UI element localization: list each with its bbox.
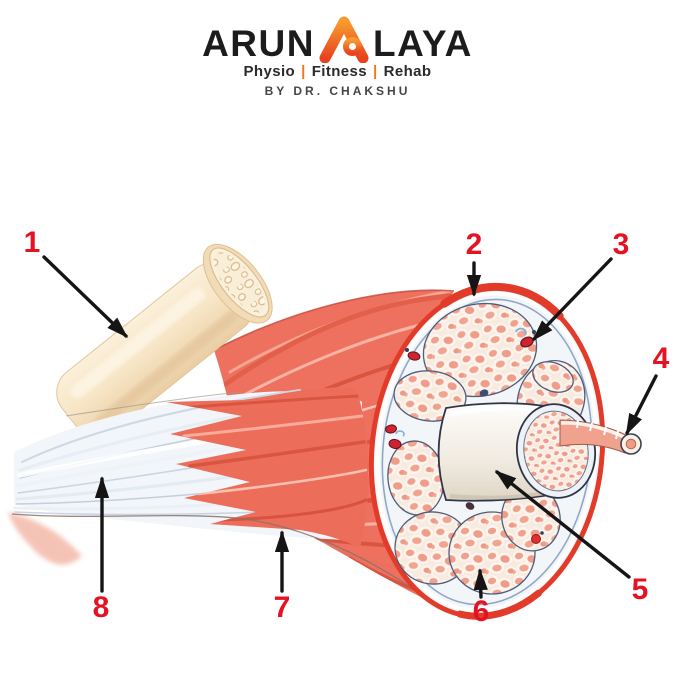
arrow-4 — [625, 374, 658, 436]
figure-label-1: 1 — [23, 226, 41, 259]
brand-logo: ARUN LAYA — [0, 16, 675, 64]
brand-text-laya: LAYA — [372, 23, 473, 64]
figure-label-2: 2 — [465, 228, 483, 261]
arrow-5 — [494, 470, 631, 579]
pointer-arrows — [42, 255, 658, 599]
tagline-separator-2: | — [373, 63, 378, 80]
brand-tagline: Physio | Fitness | Rehab — [0, 63, 675, 80]
tagline-physio: Physio — [243, 63, 296, 80]
tagline-rehab: Rehab — [383, 63, 432, 80]
tagline-separator-1: | — [301, 63, 306, 80]
figure-label-3: 3 — [612, 228, 630, 261]
bone-illustration — [56, 243, 273, 438]
figure-label-4: 4 — [652, 342, 670, 375]
muscle-fiber-illustration — [559, 419, 642, 455]
figure-label-5: 5 — [631, 573, 649, 606]
arrow-1 — [42, 255, 128, 338]
muscle-cross-section-illustration — [368, 282, 642, 620]
figure-label-7: 7 — [273, 591, 291, 624]
fascicle-cylinder-illustration — [437, 402, 597, 502]
arrow-3 — [532, 257, 613, 341]
brand-a-icon — [319, 16, 369, 63]
figure-label-8: 8 — [92, 591, 110, 624]
tissue-fade-illustration — [8, 512, 82, 565]
brand-text-arun: ARUN — [202, 23, 315, 64]
tagline-fitness: Fitness — [311, 63, 368, 80]
arrow-6 — [473, 568, 488, 599]
figure-label-6: 6 — [472, 595, 490, 628]
brand-byline: BY DR. CHAKSHU — [264, 84, 411, 98]
